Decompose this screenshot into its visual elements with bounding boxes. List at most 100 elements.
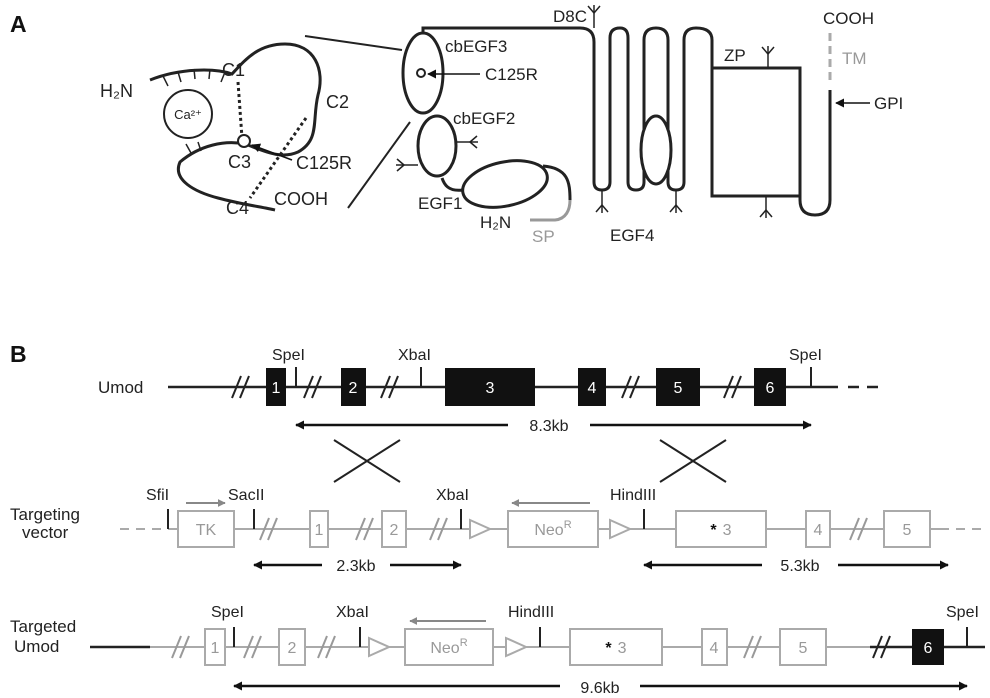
cbegf2-domain xyxy=(416,114,458,178)
label-nterm: H₂N xyxy=(480,213,511,232)
panel-a-label: A xyxy=(10,11,27,37)
vector-exon-3-label: *3 xyxy=(710,522,731,539)
targeted-exon-5 xyxy=(779,628,827,666)
cys-c3: C3 xyxy=(228,152,251,172)
cys-cooh: COOH xyxy=(274,189,328,209)
umod-locus: Umod 1 2 3 4 5 6 SpeI xyxy=(98,347,884,435)
vector-exon-5 xyxy=(883,510,931,548)
umod-exon-1-label: 1 xyxy=(272,380,281,397)
vector-exon-5-label: 5 xyxy=(903,522,912,539)
umod-exon-3-label: 3 xyxy=(486,380,495,397)
targeted-exon-3-number: 3 xyxy=(618,640,627,657)
label-zp: ZP xyxy=(724,46,746,65)
umod-xba-label: XbaI xyxy=(398,347,431,364)
vector-hind-label: HindIII xyxy=(610,487,656,504)
label-gpi: GPI xyxy=(874,94,903,113)
cys-c1: C1 xyxy=(222,60,245,80)
targeted-neo-superscript: R xyxy=(460,637,468,649)
glycan-icon xyxy=(761,46,775,68)
calcium-label: Ca²⁺ xyxy=(174,107,202,122)
targeted-exon-1 xyxy=(204,628,226,666)
label-d8c: D8C xyxy=(553,7,587,26)
umod-exon-5 xyxy=(656,368,700,406)
vector-exon-1-label: 1 xyxy=(315,522,324,539)
cys-c125r: C125R xyxy=(296,153,352,173)
glycosylation-sites xyxy=(396,5,775,218)
vector-exon-3-number: 3 xyxy=(723,522,732,539)
loxp-site-left xyxy=(469,518,493,540)
vector-exon-4 xyxy=(805,510,831,548)
panel-a: A Ca²⁺ H₂N C1 C2 C3 C125R C4 xyxy=(10,5,903,246)
panel-b-label: B xyxy=(10,341,27,367)
targeted-xba-label: XbaI xyxy=(336,604,369,621)
calcium-ion xyxy=(163,89,213,139)
ca-ligand-ticks xyxy=(162,68,226,154)
glycan-icon xyxy=(587,5,601,28)
label-egf1: EGF1 xyxy=(418,194,462,213)
protein-backbone xyxy=(421,26,832,217)
label-sp: SP xyxy=(532,227,555,246)
targeted-exon-3-label: *3 xyxy=(605,640,626,657)
label-cbegf2: cbEGF2 xyxy=(453,109,515,128)
umod-exon-6 xyxy=(754,368,786,406)
mutation-star: * xyxy=(710,522,717,539)
targeted-exon-1-label: 1 xyxy=(211,640,220,657)
glycan-icon xyxy=(456,135,478,149)
disulfide-c2-c4 xyxy=(248,117,308,199)
label-egf4: EGF4 xyxy=(610,226,654,245)
mutation-site-c125r xyxy=(416,68,426,78)
neo-cassette xyxy=(507,510,599,548)
uromodulin-protein: cbEGF3 C125R cbEGF2 EGF1 H₂N SP D8C EGF4… xyxy=(396,5,903,246)
vector-exon-3 xyxy=(675,510,767,548)
umod-exon-6-label: 6 xyxy=(766,380,775,397)
label-c125r: C125R xyxy=(485,65,538,84)
vector-size-left: 2.3kb xyxy=(336,558,375,575)
neo-text: Neo xyxy=(534,522,563,539)
tk-label: TK xyxy=(196,522,217,539)
targeted-exon-3 xyxy=(569,628,663,666)
vector-exon-2-label: 2 xyxy=(390,522,399,539)
targeting-vector: Targeting vector TK 1 2 NeoR * xyxy=(10,487,985,575)
targeted-exon-4 xyxy=(701,628,728,666)
umod-exon-4-label: 4 xyxy=(588,380,597,397)
neo-label: NeoR xyxy=(534,519,571,539)
targeted-loxp-left xyxy=(368,636,392,658)
umod-exon-4 xyxy=(578,368,606,406)
targeted-exon-2 xyxy=(278,628,306,666)
vector-sac-label: SacII xyxy=(228,487,264,504)
targeted-size-label: 9.6kb xyxy=(580,680,619,697)
vector-xba-label: XbaI xyxy=(436,487,469,504)
egf4-domain xyxy=(639,114,673,186)
umod-name: Umod xyxy=(98,378,143,397)
vector-exon-1 xyxy=(309,510,329,548)
egf1-tail xyxy=(542,164,572,201)
loxp-site-right xyxy=(609,518,633,540)
linker-egf1-cbegf2 xyxy=(440,177,464,192)
neo-superscript: R xyxy=(564,519,572,531)
targeted-neo-text: Neo xyxy=(430,640,459,657)
break-marks xyxy=(231,375,742,399)
umod-exon-2-label: 2 xyxy=(349,380,358,397)
targeted-exon-5-label: 5 xyxy=(799,640,808,657)
vector-break-marks xyxy=(259,517,868,541)
glycan-icon xyxy=(669,190,683,213)
egf1-domain xyxy=(461,159,549,209)
targeted-exon-4-label: 4 xyxy=(710,640,719,657)
disulfide-c1-c3 xyxy=(236,81,244,139)
vector-exon-2 xyxy=(381,510,407,548)
tk-cassette xyxy=(177,510,235,548)
cbegf3-detail: Ca²⁺ H₂N C1 C2 C3 C125R C4 COOH xyxy=(100,42,352,218)
targeted-neo-cassette xyxy=(404,628,494,666)
recombination-crosses xyxy=(333,439,727,483)
umod-spe2-label: SpeI xyxy=(789,347,822,364)
c125r-arrow xyxy=(251,143,293,161)
glycan-icon xyxy=(595,190,609,213)
umod-size-label: 8.3kb xyxy=(529,418,568,435)
cbegf3-backbone xyxy=(149,42,322,212)
cys-nterm: H₂N xyxy=(100,81,133,101)
targeted-umod: Targeted Umod 1 2 NeoR *3 xyxy=(10,604,985,697)
targeted-loxp-right xyxy=(505,636,529,658)
targeted-exon-6 xyxy=(912,629,944,665)
panel-b: B Umod 1 2 3 4 5 6 xyxy=(10,341,985,697)
